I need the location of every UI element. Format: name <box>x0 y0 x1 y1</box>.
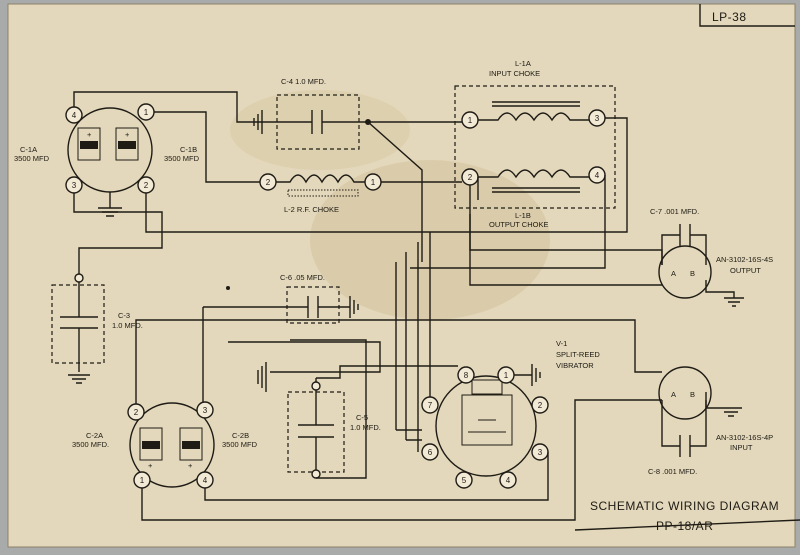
svg-text:6: 6 <box>428 448 433 457</box>
svg-text:3: 3 <box>72 181 77 190</box>
svg-text:2: 2 <box>266 178 271 187</box>
svg-text:5: 5 <box>462 476 467 485</box>
input-connector-value: INPUT <box>730 443 753 452</box>
c7-plates <box>679 224 691 246</box>
paper-card <box>7 3 796 548</box>
l2-label: L-2 R.F. CHOKE <box>284 205 339 214</box>
c3-name: C-3 <box>118 311 130 320</box>
l2-coil <box>276 174 365 184</box>
c1b-name: C-1B <box>180 145 197 154</box>
c2a-name: C-2A <box>86 431 103 440</box>
svg-text:2: 2 <box>134 408 139 417</box>
output-connector-name: AN-3102-16S-4S <box>716 255 773 264</box>
c2b-value: 3500 MFD <box>222 440 258 449</box>
output-connector-value: OUTPUT <box>730 266 761 275</box>
title-line2: PP-18/AR <box>656 519 713 533</box>
v1-name: V-1 <box>556 339 567 348</box>
svg-text:A: A <box>671 390 676 399</box>
svg-text:+: + <box>188 461 193 470</box>
svg-text:3: 3 <box>203 406 208 415</box>
ground-icon <box>705 392 742 417</box>
svg-text:8: 8 <box>464 371 469 380</box>
svg-text:1: 1 <box>144 108 149 117</box>
svg-text:7: 7 <box>428 401 433 410</box>
svg-text:4: 4 <box>203 476 208 485</box>
c1b-value: 3500 MFD <box>164 154 200 163</box>
wiring <box>73 91 800 531</box>
l1a-value: INPUT CHOKE <box>489 69 540 78</box>
c2a-value: 3500 MFD. <box>72 440 109 449</box>
title-line1: SCHEMATIC WIRING DIAGRAM <box>590 499 779 513</box>
input-connector-name: AN-3102-16S-4P <box>716 433 773 442</box>
c3-box <box>51 284 105 364</box>
c8-label: C-8 .001 MFD. <box>648 467 697 476</box>
svg-text:4: 4 <box>506 476 511 485</box>
svg-text:2: 2 <box>468 173 473 182</box>
c4-label: C-4 1.0 MFD. <box>281 77 326 86</box>
svg-text:1: 1 <box>468 116 473 125</box>
input-connector <box>658 366 712 420</box>
c1a-value: 3500 MFD <box>14 154 50 163</box>
corner-box <box>699 4 795 27</box>
svg-text:+: + <box>87 130 92 139</box>
svg-text:+: + <box>148 461 153 470</box>
c6-box <box>286 286 340 324</box>
svg-text:1: 1 <box>504 371 509 380</box>
svg-text:+: + <box>125 130 130 139</box>
c2b-name: C-2B <box>232 431 249 440</box>
corner-label: LP-38 <box>712 10 747 24</box>
stain <box>230 90 410 170</box>
ground-icon <box>257 362 267 392</box>
c4-plates <box>311 110 323 134</box>
svg-text:B: B <box>690 390 695 399</box>
v1-line2: SPLIT-REED <box>556 350 600 359</box>
svg-text:3: 3 <box>595 114 600 123</box>
capacitor-c1: + + 4 1 3 2 <box>65 103 155 194</box>
c1a-name: C-1A <box>20 145 37 154</box>
ground-icon <box>349 296 359 318</box>
ground-icon <box>68 374 90 384</box>
l1-box <box>454 85 616 209</box>
c7-label: C-7 .001 MFD. <box>650 207 699 216</box>
svg-text:4: 4 <box>72 111 77 120</box>
output-connector <box>658 245 712 299</box>
svg-text:3: 3 <box>538 448 543 457</box>
c3-value: 1.0 MFD. <box>112 321 143 330</box>
l1a-name: L-1A <box>515 59 531 68</box>
svg-text:4: 4 <box>595 171 600 180</box>
c8-plates <box>679 435 691 457</box>
svg-text:2: 2 <box>538 401 543 410</box>
ground-icon <box>514 364 541 386</box>
svg-text:1: 1 <box>371 178 376 187</box>
l1b-coil <box>478 169 589 179</box>
l1b-value: OUTPUT CHOKE <box>489 220 548 229</box>
svg-text:A: A <box>671 269 676 278</box>
ground-icon <box>705 280 744 307</box>
c5-name: C-5 <box>356 413 368 422</box>
c6-label: C-6 .05 MFD. <box>280 273 325 282</box>
svg-text:2: 2 <box>144 181 149 190</box>
svg-text:B: B <box>690 269 695 278</box>
v1-line3: VIBRATOR <box>556 361 594 370</box>
svg-text:1: 1 <box>140 476 145 485</box>
l1a-coil <box>478 112 589 122</box>
vibrator-v1: 8 1 7 2 6 3 5 4 <box>421 366 549 489</box>
l1b-name: L-1B <box>515 211 531 220</box>
